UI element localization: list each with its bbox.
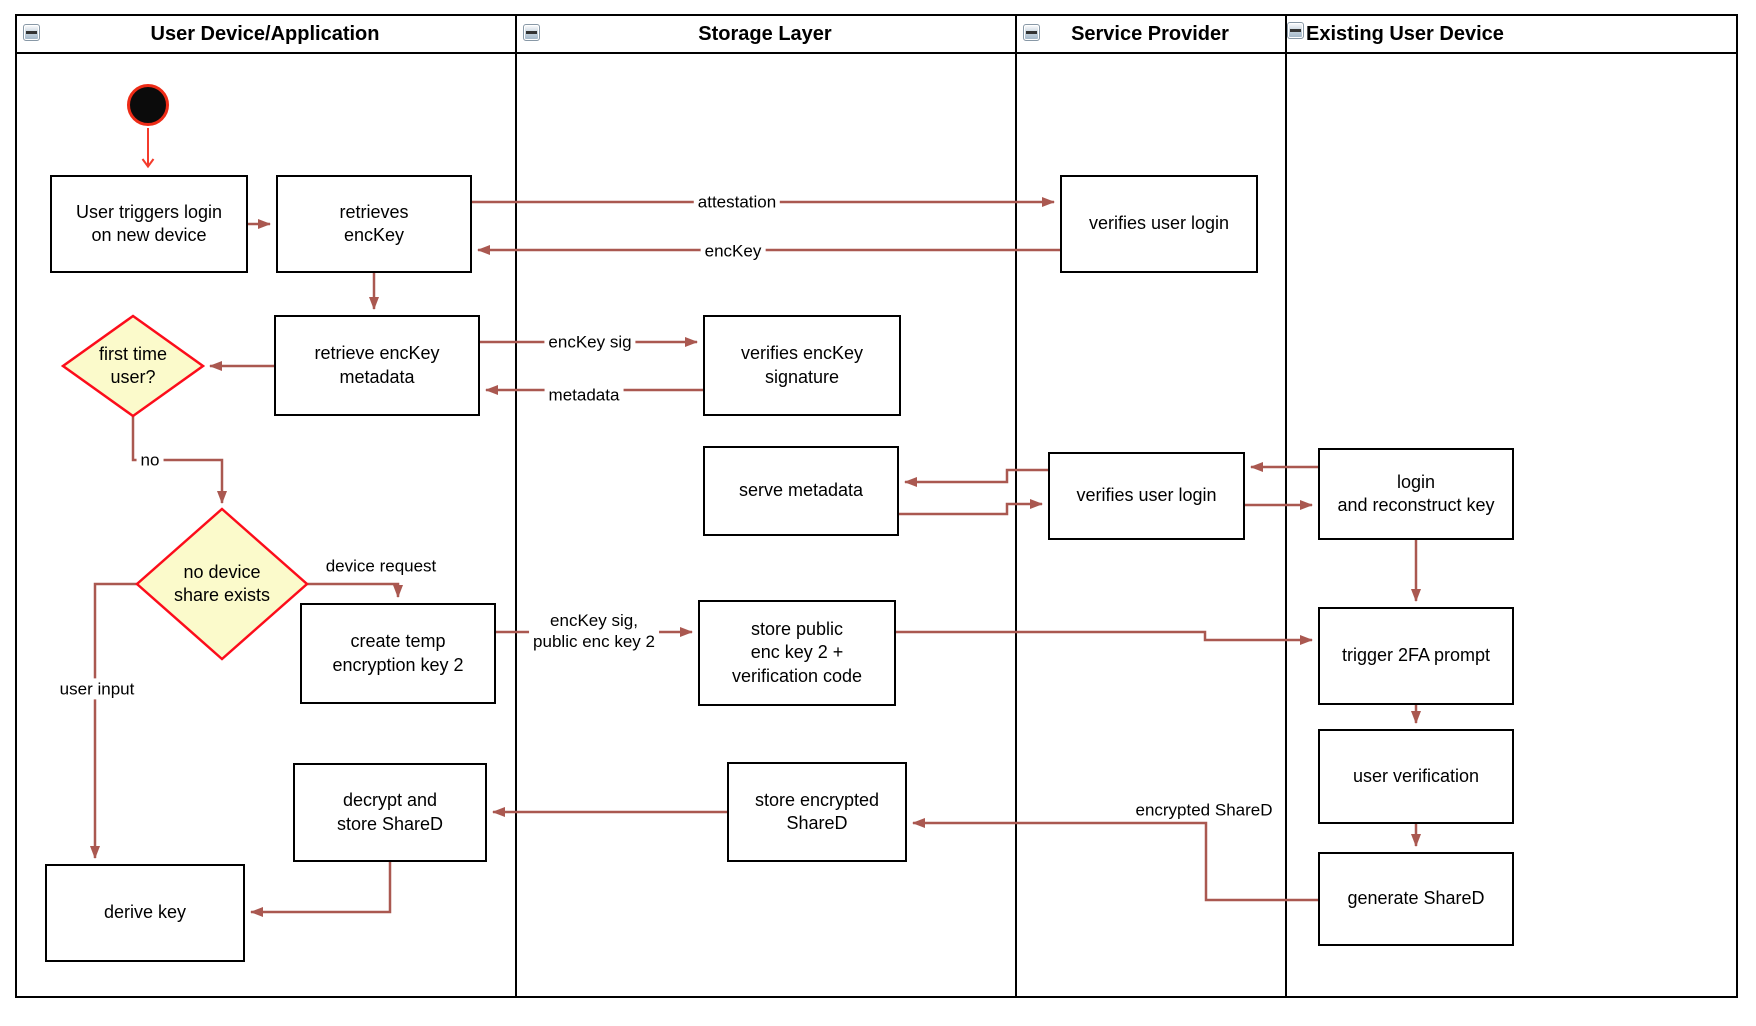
lane-title-storage[interactable]: Storage Layer [698,22,832,45]
lane-title-service-provider[interactable]: Service Provider [1071,22,1229,45]
node-derive-key[interactable]: derive key [45,864,245,962]
node-verifies-user-login-2[interactable]: verifies user login [1048,452,1245,540]
node-login-reconstruct-key[interactable]: login and reconstruct key [1318,448,1514,540]
node-decrypt-store-shared[interactable]: decrypt and store ShareD [293,763,487,862]
swimlane-frame [15,14,1738,998]
edge-label-encrypted-shared[interactable]: encrypted ShareD [1131,799,1277,821]
collapse-lane-icon[interactable] [1287,22,1304,39]
node-verifies-enckey-signature[interactable]: verifies encKey signature [703,315,901,416]
node-retrieves-enckey[interactable]: retrieves encKey [276,175,472,273]
decision-label: first time user? [98,343,167,387]
node-serve-metadata[interactable]: serve metadata [703,446,899,536]
edge-label-no[interactable]: no [136,449,164,471]
edge-label-attestation[interactable]: attestation [693,191,781,213]
edge-label-enckey[interactable]: encKey [700,240,766,262]
lane-title-user-device[interactable]: User Device/Application [150,22,380,45]
node-user-triggers-login[interactable]: User triggers login on new device [50,175,248,273]
diamond-shape [135,507,309,661]
node-trigger-2fa[interactable]: trigger 2FA prompt [1318,607,1514,705]
collapse-lane-icon[interactable] [1023,24,1040,41]
collapse-lane-icon[interactable] [23,24,40,41]
edge-label-enckey-sig-public[interactable]: encKey sig, public enc key 2 [529,609,659,653]
decision-no-device-share[interactable]: no device share exists [135,507,309,661]
node-store-encrypted-shared[interactable]: store encrypted ShareD [727,762,907,862]
node-verifies-user-login-1[interactable]: verifies user login [1060,175,1258,273]
node-retrieve-enckey-metadata[interactable]: retrieve encKey metadata [274,315,480,416]
lane-title-existing-device[interactable]: Existing User Device [1306,22,1504,45]
lane-divider-3 [1285,14,1287,998]
node-user-verification[interactable]: user verification [1318,729,1514,824]
diamond-shape [61,314,205,418]
decision-first-time-user[interactable]: first time user? [61,314,205,418]
edge-label-user-input[interactable]: user input [55,678,139,700]
node-store-public-key[interactable]: store public enc key 2 + verification co… [698,600,896,706]
edge-label-metadata[interactable]: metadata [544,384,624,406]
lane-divider-2 [1015,14,1017,998]
lane-divider-1 [515,14,517,998]
node-generate-shared[interactable]: generate ShareD [1318,852,1514,946]
collapse-lane-icon[interactable] [523,24,540,41]
edge-label-enckey-sig[interactable]: encKey sig [544,331,636,353]
node-create-temp-key[interactable]: create temp encryption key 2 [300,603,496,704]
edge-label-device-request[interactable]: device request [321,555,441,577]
start-node[interactable] [127,84,169,126]
decision-label: no device share exists [173,561,271,605]
swimlane-header-row [15,14,1738,54]
